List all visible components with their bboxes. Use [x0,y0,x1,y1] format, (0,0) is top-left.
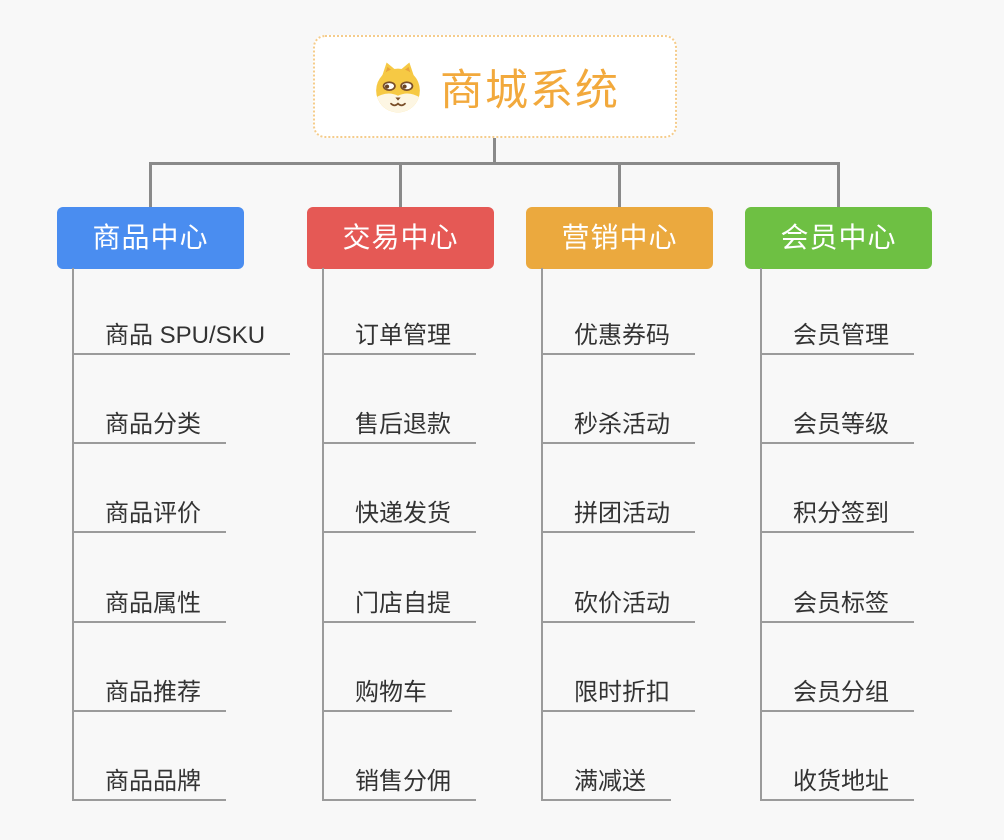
connector-drop-marketing [618,162,621,208]
connector-root-stub [493,138,496,165]
leaf-node-group-buy[interactable]: 拼团活动 [541,497,695,533]
leaf-node-product-spu-sku[interactable]: 商品 SPU/SKU [72,319,291,355]
leaf-label: 限时折扣 [574,679,670,706]
leaf-label: 商品 SPU/SKU [105,322,266,349]
leaf-label: 会员管理 [793,322,889,349]
leaf-label: 秒杀活动 [574,411,670,438]
leaf-label: 门店自提 [355,590,451,617]
trunk-line-member [760,268,762,801]
leaf-node-limited-discount[interactable]: 限时折扣 [541,676,695,712]
leaf-label: 会员分组 [793,679,889,706]
leaf-label: 会员标签 [793,590,889,617]
branch-node-marketing-center[interactable]: 营销中心 [526,207,713,269]
leaf-label: 拼团活动 [574,500,670,527]
leaf-node-flash-sale[interactable]: 秒杀活动 [541,408,695,444]
root-title: 商城系统 [440,66,620,115]
leaf-node-sales-commission[interactable]: 销售分佣 [322,765,476,801]
leaf-label: 商品分类 [105,411,201,438]
leaf-node-product-recommend[interactable]: 商品推荐 [72,676,226,712]
leaf-node-product-attribute[interactable]: 商品属性 [72,587,226,623]
leaf-node-shopping-cart[interactable]: 购物车 [322,676,452,712]
leaf-node-spend-save[interactable]: 满减送 [541,765,671,801]
leaf-node-express-delivery[interactable]: 快递发货 [322,497,476,533]
leaf-node-product-review[interactable]: 商品评价 [72,497,226,533]
trunk-line-marketing [541,268,543,801]
root-node[interactable]: 商城系统 [313,35,677,138]
leaf-node-coupon-code[interactable]: 优惠券码 [541,319,695,355]
connector-drop-member [837,162,840,208]
leaf-node-bargain-activity[interactable]: 砍价活动 [541,587,695,623]
leaf-label: 商品评价 [105,500,201,527]
dog-icon [370,59,426,115]
leaf-node-order-management[interactable]: 订单管理 [322,319,476,355]
branch-node-trade-center[interactable]: 交易中心 [307,207,494,269]
leaf-node-member-level[interactable]: 会员等级 [760,408,914,444]
leaf-node-member-management[interactable]: 会员管理 [760,319,914,355]
leaf-label: 砍价活动 [574,590,670,617]
trunk-line-product [72,268,74,801]
trunk-line-trade [322,268,324,801]
leaf-label: 积分签到 [793,500,889,527]
leaf-node-product-category[interactable]: 商品分类 [72,408,226,444]
leaf-node-aftersale-refund[interactable]: 售后退款 [322,408,476,444]
connector-drop-trade [399,162,402,208]
leaf-node-member-tag[interactable]: 会员标签 [760,587,914,623]
leaf-label: 商品属性 [105,590,201,617]
leaf-label: 售后退款 [355,411,451,438]
branch-node-product-center[interactable]: 商品中心 [57,207,244,269]
leaf-label: 商品品牌 [105,768,201,795]
branch-node-member-center[interactable]: 会员中心 [745,207,932,269]
leaf-label: 商品推荐 [105,679,201,706]
leaf-label: 优惠券码 [574,322,670,349]
leaf-label: 订单管理 [355,322,451,349]
leaf-label: 销售分佣 [355,768,451,795]
leaf-node-points-checkin[interactable]: 积分签到 [760,497,914,533]
connector-horizontal-bar [149,162,840,165]
leaf-node-member-group[interactable]: 会员分组 [760,676,914,712]
connector-drop-product [149,162,152,208]
leaf-node-store-pickup[interactable]: 门店自提 [322,587,476,623]
leaf-label: 满减送 [574,768,646,795]
leaf-label: 购物车 [355,679,427,706]
leaf-label: 快递发货 [355,500,451,527]
leaf-node-product-brand[interactable]: 商品品牌 [72,765,226,801]
leaf-label: 收货地址 [793,768,889,795]
leaf-label: 会员等级 [793,411,889,438]
leaf-node-shipping-address[interactable]: 收货地址 [760,765,914,801]
